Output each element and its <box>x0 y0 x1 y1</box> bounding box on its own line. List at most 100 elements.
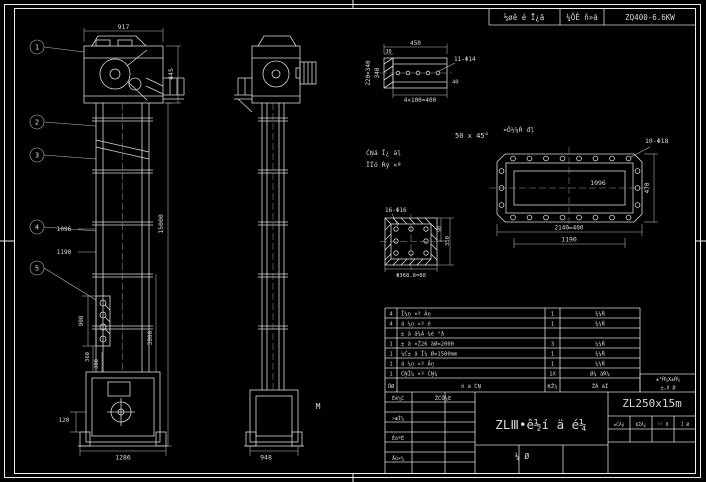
bom-header-no: ŐØ <box>388 383 395 390</box>
titleblock-note-2: ±,X Ø <box>660 385 675 392</box>
bom-r1-qty: 1 <box>551 312 554 318</box>
dim-1286-label: 1286 <box>115 454 131 462</box>
sheet-number-label: ¼ Ø <box>515 451 530 461</box>
side-view-dimensions <box>249 446 299 456</box>
dim-15000-label: 15000 <box>157 214 165 234</box>
dim-1190-label: 1190 <box>57 249 72 256</box>
bom-r4-qty: 3 <box>551 342 554 348</box>
plate-holes-label: 16-Φ16 <box>385 207 407 214</box>
flange-note-label: ¤Ő½¼Ŕ đļ <box>503 125 534 135</box>
balloon-4-label: 4 <box>35 224 39 232</box>
labels: ⅓øê é Ī¿ā ¼ŐÊ ň»ä ZQ400-6.6KW 917 445 15… <box>35 13 689 462</box>
titleblock-row-2-label: »æÍ¼ <box>392 414 404 422</box>
side-view <box>234 35 317 447</box>
dim-350-label: 350 <box>445 236 451 246</box>
plate-detail-dimensions <box>384 213 454 272</box>
bom-r7-name: ĆŅĪ¼ ×ª ĆŅ¼ <box>401 371 437 378</box>
bom-r2-no: 4 <box>389 322 393 328</box>
balloon-3-label: 3 <box>35 152 39 160</box>
bom-r6-mat: ¼¼Ŕ <box>595 360 606 368</box>
front-view-casing <box>92 103 153 372</box>
channel-detail-dimensions <box>383 44 456 98</box>
front-view-balloons <box>29 39 97 301</box>
bom-header-qty: ĶŽ¼ <box>548 382 558 390</box>
bom-header-name: ń ä ĆŅ <box>461 383 481 390</box>
bom-r5-no: 1 <box>389 352 392 358</box>
bom-r5-name: ¼Ć± ä Ī¼ Ø=1500mm <box>401 351 458 358</box>
balloon-2-label: 2 <box>35 119 39 127</box>
titleblock-cell-3: ¹² Ő <box>658 421 669 428</box>
flange-detail-centerlines <box>489 147 650 229</box>
channel-holes-label: 11-Φ14 <box>454 56 476 63</box>
bom-r6-qty: 1 <box>551 362 554 368</box>
flange-holes-label: 10-Φ18 <box>645 137 669 145</box>
dim-340-label: 340 <box>374 67 381 78</box>
dim-40-label: 40 <box>452 80 459 86</box>
bom-r2-mat: ¾¼Ŕ <box>595 320 606 328</box>
top-bar-left-label: ⅓øê é Ī¿ā <box>504 13 545 22</box>
bom-r1-name: Ī¼ņ ×ª Āņ <box>401 311 431 318</box>
dim-445-label: 445 <box>167 68 175 80</box>
dim-470-label: 470 <box>644 182 651 193</box>
bom-r3-name: ± ä ä¾Á ¼é °å <box>401 331 444 338</box>
weld-note-2-label: ĪĪó Ŕý ×ª <box>366 160 401 169</box>
front-view-dimensions <box>70 28 181 456</box>
dim-948-label: 948 <box>260 454 272 462</box>
dim-90-label: 90 <box>437 226 443 232</box>
top-bar-model-label: ZQ400-6.6KW <box>625 13 675 22</box>
top-header-table <box>488 8 696 26</box>
dim-908-label: 908 <box>78 315 85 326</box>
bom-r6-no: 1 <box>389 362 392 368</box>
weld-note-1-label: ĆŅä Ī¿ äļ <box>366 148 401 158</box>
dim-220x340-label: 220×340 <box>365 60 372 86</box>
front-view-chain-detail <box>95 295 111 347</box>
bom-r4-no: 1 <box>389 342 392 348</box>
titleblock-cell-2: ĶŽÁ¿ <box>636 420 647 428</box>
dim-450-label: 450 <box>410 40 421 47</box>
dim-120-label: 120 <box>59 417 70 424</box>
dim-30-label: 30 <box>385 49 391 55</box>
dim-1190b-label: 1190 <box>561 236 577 244</box>
drawing-model-number: ZL250x15m <box>622 397 682 410</box>
titleblock-cell-4: Ĵ Ø <box>681 420 689 428</box>
dim-3000-label: 3000 <box>147 330 154 345</box>
flange-pitch-label: 2140=400 <box>555 225 584 232</box>
bom-r5-qty: 1 <box>551 352 554 358</box>
bom-r1-mat: ¾¼Ŕ <box>595 310 606 318</box>
bom-r6-name: ä ¼ņ ×ª Āņ <box>401 361 434 368</box>
dim-1096-label: 1096 <box>57 226 72 233</box>
bom-r4-name: ± ä ×Ź26 äØ=2000 <box>401 340 454 348</box>
bom-header-mat: ŽÁ äĪ <box>592 382 609 390</box>
drawing-title: ZLⅢ•ê½í ä é¼ <box>495 417 586 432</box>
dim-300-label: 300 <box>94 359 100 369</box>
channel-pitch-label: 4×100=400 <box>404 97 437 104</box>
bom-r2-qty: 1 <box>551 322 554 328</box>
dim-917-label: 917 <box>118 23 130 31</box>
plate-detail-centerlines <box>380 214 442 270</box>
titleblock-cell-1: ±ČÀý <box>614 421 625 428</box>
flange-detail-dimensions <box>496 146 658 248</box>
titleblock-note-1: ±³Ĥ¼X±Ĥ¼ <box>656 376 680 383</box>
balloon-1-label: 1 <box>35 44 39 52</box>
bom-r4-mat: ¼¼Ŕ <box>595 340 606 348</box>
front-view-head <box>83 35 185 104</box>
titleblock-row-3-label: ÉóºË <box>392 434 404 442</box>
bom-r7-qty: 1X <box>549 372 556 378</box>
bom-r7-no: 1 <box>389 372 392 378</box>
bom-r2-name: ä ¼ņ ×ª é <box>401 321 431 328</box>
material-label: ŽĆŐ¼E <box>435 394 452 402</box>
bom-r1-no: 4 <box>389 312 393 318</box>
dim-360-label: 360 <box>85 352 91 362</box>
flange-inner-dim-label: 1096 <box>590 179 606 187</box>
plate-pitch-label: Φ368.8=88 <box>396 273 426 279</box>
titleblock-row-4-label: Åú×¼ <box>392 455 404 462</box>
chamfer-note-label: 50 x 45° <box>455 132 489 140</box>
front-view-boot <box>78 371 168 447</box>
section-mark-label: M <box>316 402 321 411</box>
channel-detail <box>383 57 448 89</box>
top-bar-mid-label: ¼ŐÊ ň»ä <box>566 13 598 22</box>
bom-r5-mat: ¾¼Ŕ <box>595 350 606 358</box>
balloon-5-label: 5 <box>35 265 39 273</box>
bom-r7-mat: Ø¼ äŔ¼ <box>590 370 610 378</box>
